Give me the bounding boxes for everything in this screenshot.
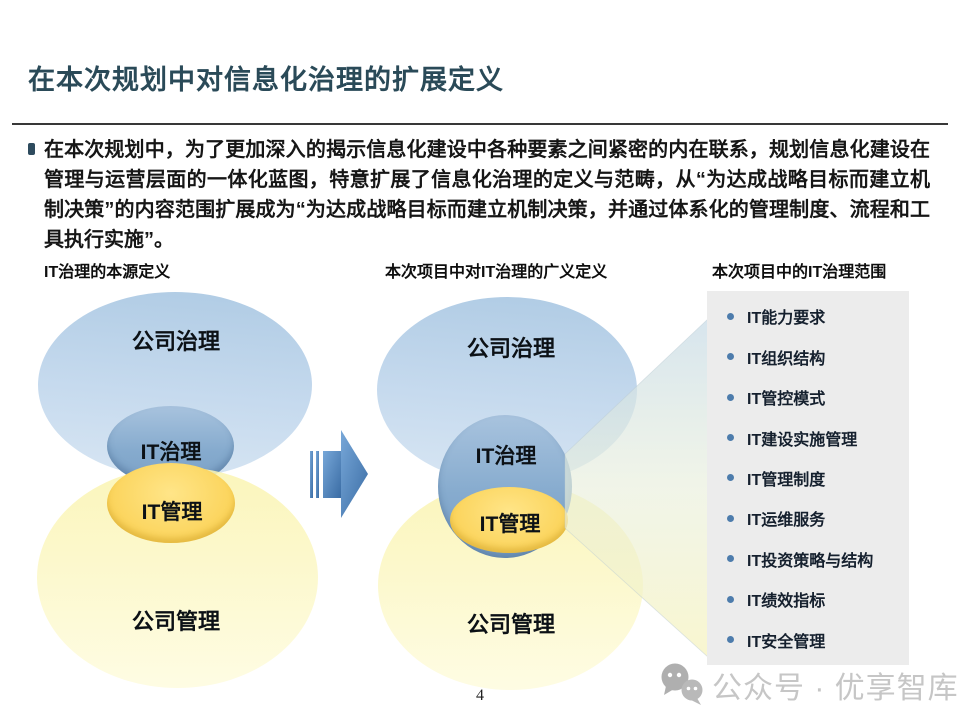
scope-list-item: IT安全管理	[707, 628, 909, 652]
middle-diagram-heading: 本次项目中对IT治理的广义定义	[385, 264, 608, 281]
scope-panel-heading: 本次项目中的IT治理范围	[712, 264, 887, 281]
scope-item-label: IT建设实施管理	[747, 431, 858, 449]
bullet-icon	[727, 595, 734, 603]
intro-block: 在本次规划中，为了更加深入的揭示信息化建设中各种要素之间紧密的内在联系，规划信息…	[28, 135, 930, 255]
it-management-label-middle: IT管理	[479, 513, 541, 536]
scope-list-item: IT管控模式	[707, 385, 909, 409]
scope-list-item: IT建设实施管理	[707, 426, 909, 450]
scope-list-item: IT能力要求	[707, 304, 909, 328]
scope-item-label: IT管理制度	[747, 471, 826, 489]
scope-list-item: IT运维服务	[707, 506, 909, 530]
corporate-management-label-left: 公司管理	[131, 609, 221, 634]
scope-item-label: IT绩效指标	[747, 593, 826, 611]
left-diagram-heading: IT治理的本源定义	[44, 264, 171, 281]
scope-beam-shape	[564, 317, 710, 659]
scope-item-label: IT安全管理	[747, 633, 826, 651]
bullet-icon	[727, 434, 734, 442]
right-arrow-icon	[310, 430, 368, 518]
scope-panel: IT能力要求 IT组织结构 IT管控模式 IT建设实施管理 IT管理制度	[707, 291, 909, 665]
corporate-governance-label-left: 公司治理	[131, 329, 221, 354]
bullet-icon	[28, 143, 35, 155]
it-management-ellipse-left	[107, 463, 235, 543]
bullet-icon	[727, 474, 734, 482]
corporate-management-label-middle: 公司管理	[466, 612, 556, 637]
wechat-bubbles-icon	[661, 663, 703, 705]
scope-item-label: IT组织结构	[747, 350, 826, 368]
watermark-text: 公众号 · 优享智库	[712, 672, 959, 705]
scope-list-item: IT投资策略与结构	[707, 547, 909, 571]
scope-list-item: IT组织结构	[707, 345, 909, 369]
bullet-icon	[727, 514, 734, 522]
it-management-ellipse-middle	[450, 487, 568, 553]
scope-item-label: IT运维服务	[747, 512, 826, 530]
scope-list-item: IT绩效指标	[707, 587, 909, 611]
page-title: 在本次规划中对信息化治理的扩展定义	[28, 65, 504, 95]
scope-item-label: IT投资策略与结构	[747, 552, 874, 570]
scope-item-label: IT能力要求	[747, 310, 826, 328]
it-governance-label-left: IT治理	[140, 441, 202, 464]
corporate-governance-label-middle: 公司治理	[466, 336, 556, 361]
scope-list-item: IT管理制度	[707, 466, 909, 490]
bullet-icon	[727, 636, 734, 644]
page-number: 4	[476, 687, 484, 704]
bullet-icon	[727, 353, 734, 361]
bullet-icon	[727, 393, 734, 401]
watermark: 公众号 · 优享智库	[659, 663, 959, 707]
title-divider	[12, 123, 948, 125]
bullet-icon	[727, 312, 734, 320]
intro-paragraph: 在本次规划中，为了更加深入的揭示信息化建设中各种要素之间紧密的内在联系，规划信息…	[44, 139, 930, 251]
it-management-label-left: IT管理	[141, 501, 203, 524]
it-governance-label-middle: IT治理	[475, 445, 537, 468]
scope-item-label: IT管控模式	[747, 391, 826, 409]
bullet-icon	[727, 555, 734, 563]
